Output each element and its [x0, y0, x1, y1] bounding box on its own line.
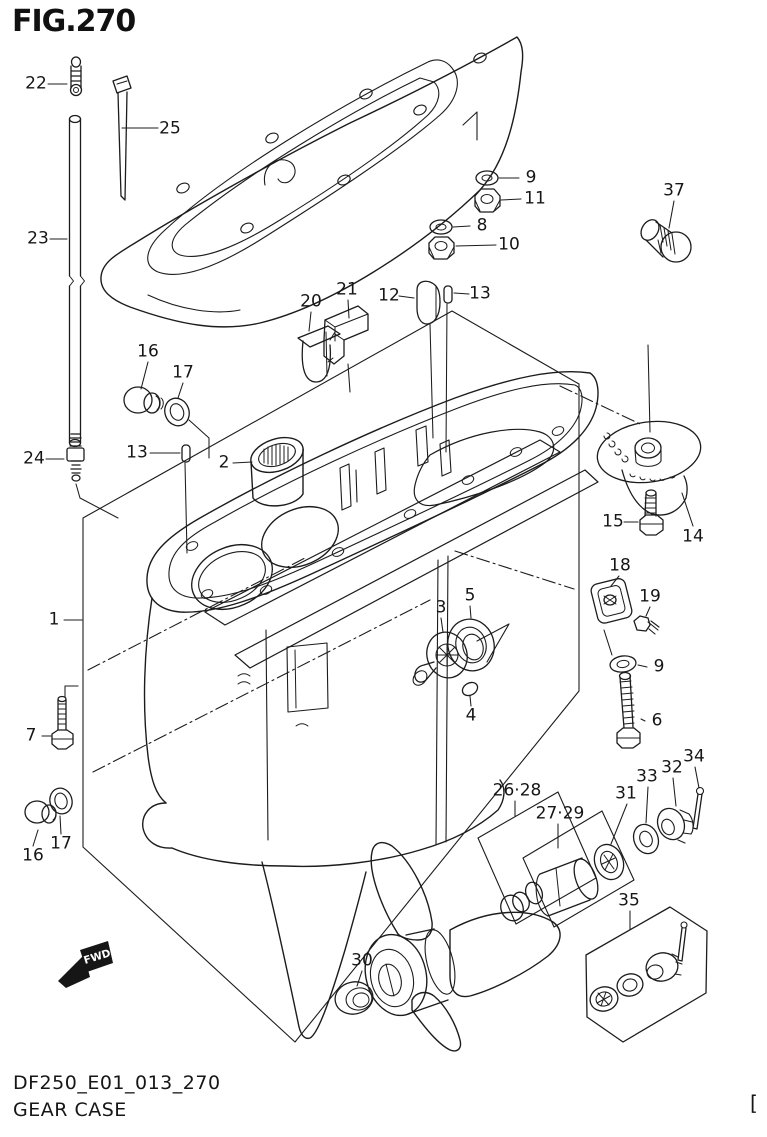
part-33	[632, 823, 660, 855]
part-19	[633, 615, 660, 635]
part-21	[323, 305, 369, 365]
part-callout-15: 15	[602, 511, 624, 532]
part-15	[639, 489, 664, 536]
drawing-code: DF250_E01_013_270	[13, 1072, 221, 1094]
part-24	[66, 433, 85, 482]
part-callout-17: 17	[172, 362, 194, 383]
part-callout-33: 33	[636, 766, 658, 787]
part-callout-12: 12	[378, 285, 400, 306]
part-8	[429, 219, 453, 235]
part-callout-32: 32	[661, 757, 683, 778]
part-callout-18: 18	[609, 555, 631, 576]
part-11	[474, 188, 501, 213]
leader-lines	[32, 83, 700, 987]
part-callout-6: 6	[651, 710, 663, 731]
part-callout-16: 16	[137, 341, 159, 362]
part-5-bearing	[447, 618, 495, 672]
part-callout-13: 13	[126, 442, 148, 463]
part-16-lower	[24, 800, 57, 824]
part-callout-10: 10	[498, 234, 520, 255]
figure-number: FIG.270	[12, 4, 136, 39]
part-25	[112, 75, 132, 201]
part-9-upper	[475, 170, 499, 186]
part-13-right	[443, 285, 453, 304]
fwd-marker: FWD	[58, 941, 113, 988]
part-9-lower	[609, 655, 637, 673]
part-callout-35: 35	[618, 890, 640, 911]
part-callout-26·28: 26·28	[492, 780, 542, 801]
part-callout-21: 21	[336, 279, 358, 300]
part-13-left	[181, 444, 191, 463]
part-6	[616, 671, 641, 749]
part-20	[297, 325, 341, 383]
part-callout-4: 4	[465, 705, 477, 726]
range-box-26-28	[477, 791, 635, 928]
part-callout-37: 37	[663, 180, 685, 201]
part-callout-14: 14	[682, 526, 704, 547]
part-3-gear	[412, 631, 468, 686]
part-callout-16: 16	[22, 845, 44, 866]
part-10	[428, 236, 455, 260]
part-34	[692, 786, 705, 830]
part-callout-22: 22	[25, 73, 47, 94]
part-23	[68, 114, 85, 448]
part-32	[656, 807, 694, 844]
upper-housing-drawing	[100, 36, 524, 328]
part-31	[593, 843, 625, 881]
anti-ventilation-plate-drawing	[204, 428, 599, 669]
corner-bracket: [	[750, 1091, 758, 1115]
part-callout-7: 7	[25, 725, 37, 746]
part-callout-11: 11	[524, 188, 546, 209]
part-22	[69, 56, 83, 97]
part-18	[590, 578, 633, 624]
part-17-upper	[164, 397, 190, 427]
part-callout-1: 1	[48, 609, 60, 630]
part-callout-27·29: 27·29	[535, 803, 585, 824]
part-callout-25: 25	[159, 118, 181, 139]
part-callout-23: 23	[27, 228, 49, 249]
reference-box	[82, 310, 641, 1043]
part-30	[334, 981, 374, 1015]
part-2-bushing	[250, 436, 304, 507]
part-callout-30: 30	[351, 950, 373, 971]
part-callout-31: 31	[615, 783, 637, 804]
part-callout-5: 5	[464, 585, 476, 606]
part-37	[640, 219, 692, 263]
part-callout-19: 19	[639, 586, 661, 607]
part-callout-9: 9	[525, 167, 537, 188]
drawing-title: GEAR CASE	[13, 1099, 127, 1121]
part-14-trim-tab	[596, 420, 702, 516]
part-12	[416, 280, 441, 325]
part-27-29-hub	[500, 857, 599, 922]
part-callout-9: 9	[653, 656, 665, 677]
part-7	[51, 695, 74, 750]
part-callout-24: 24	[23, 448, 45, 469]
gear-case-drawing	[142, 371, 599, 1040]
part-callout-34: 34	[683, 746, 705, 767]
part-35-kit	[585, 906, 708, 1043]
part-callout-8: 8	[476, 215, 488, 236]
part-17-lower	[49, 787, 73, 815]
propeller-drawing	[364, 841, 561, 1052]
part-callout-3: 3	[435, 597, 447, 618]
part-callout-17: 17	[50, 833, 72, 854]
part-callout-2: 2	[218, 452, 230, 473]
part-callout-13: 13	[469, 283, 491, 304]
part-callout-20: 20	[300, 291, 322, 312]
part-16-upper	[123, 386, 164, 414]
part-4-pin	[461, 681, 479, 697]
